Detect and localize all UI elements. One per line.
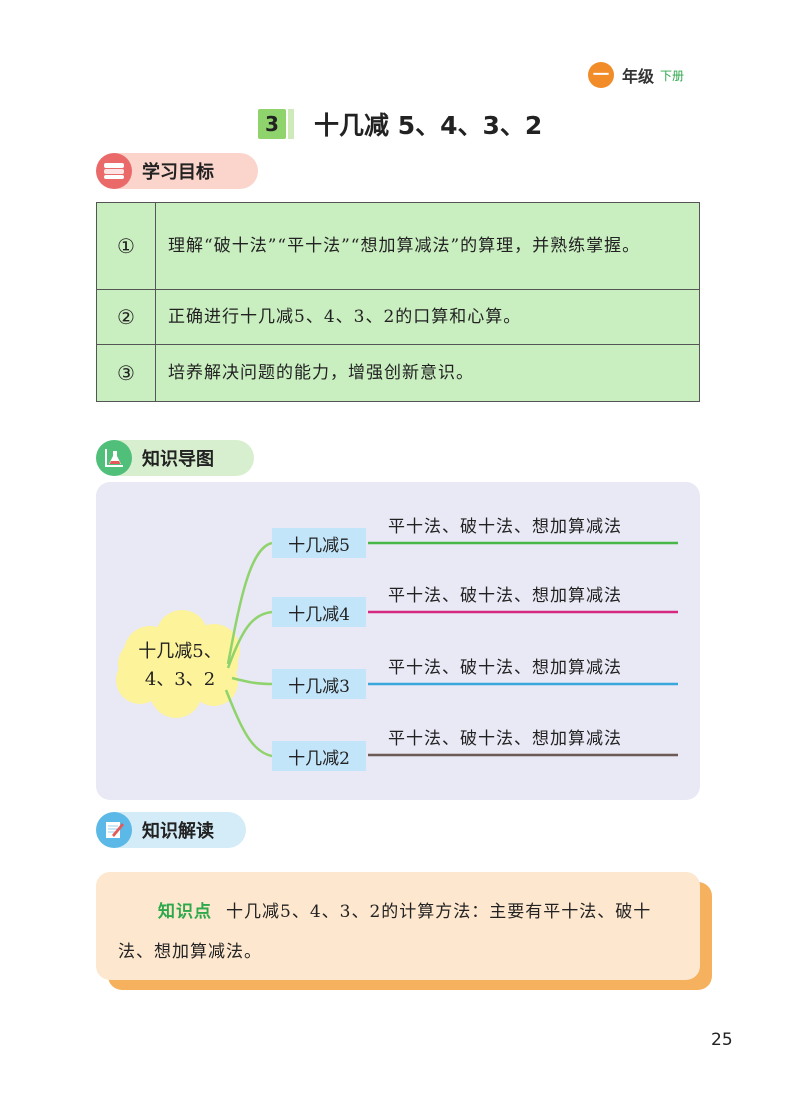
- notebook-pencil-icon: [96, 812, 132, 848]
- knowledge-box: [96, 872, 700, 980]
- branch-node: 十几减5: [272, 528, 366, 558]
- grade-badge: 一 年级 下册: [588, 62, 684, 88]
- branch-methods: 平十法、破十法、想加算减法: [388, 517, 622, 537]
- goals-table: ① 理解“破十法”“平十法”“想加算减法”的算理，并熟练掌握。 ② 正确进行十几…: [96, 202, 700, 402]
- section-map-title: 知识导图: [142, 449, 214, 470]
- goal-number: ①: [96, 202, 156, 290]
- section-reading-title: 知识解读: [142, 821, 214, 842]
- lesson-title-text: 十几减 5、4、3、2: [314, 111, 543, 140]
- table-row: ③ 培养解决问题的能力，增强创新意识。: [96, 344, 700, 402]
- lesson-title: 3 十几减 5、4、3、2: [258, 106, 542, 142]
- branch-methods: 平十法、破十法、想加算减法: [388, 586, 622, 606]
- section-pill: [114, 153, 258, 189]
- section-goals-header: 学习目标: [96, 153, 258, 189]
- goal-text: 理解“破十法”“平十法”“想加算减法”的算理，并熟练掌握。: [155, 202, 700, 290]
- section-pill: [114, 440, 254, 476]
- mindmap-center: 十几减5、 4、3、2: [128, 638, 232, 694]
- title-accent-bar: [288, 109, 294, 139]
- book-icon: [96, 153, 132, 189]
- section-goals-title: 学习目标: [142, 162, 214, 183]
- branch-methods: 平十法、破十法、想加算减法: [388, 729, 622, 749]
- center-line-1: 十几减5、: [138, 641, 222, 662]
- section-reading-header: 知识解读: [96, 812, 258, 848]
- grade-label: 年级: [622, 67, 655, 86]
- goal-number: ②: [96, 289, 156, 345]
- grade-sub: 下册: [660, 68, 685, 83]
- grade-circle: 一: [588, 62, 614, 88]
- lesson-number: 3: [258, 109, 286, 139]
- knowledge-text: 十几减5、4、3、2的计算方法：主要有平十法、破十法、想加算减法。: [118, 902, 652, 962]
- knowledge-label: 知识点: [158, 902, 212, 922]
- branch-node: 十几减4: [272, 597, 366, 627]
- section-map-header: 知识导图: [96, 440, 258, 476]
- branch-methods: 平十法、破十法、想加算减法: [388, 658, 622, 678]
- table-row: ① 理解“破十法”“平十法”“想加算减法”的算理，并熟练掌握。: [96, 202, 700, 290]
- goal-number: ③: [96, 344, 156, 402]
- branch-node: 十几减2: [272, 741, 366, 771]
- center-line-2: 4、3、2: [144, 669, 216, 690]
- section-pill: [114, 812, 246, 848]
- knowledge-paragraph: 知识点十几减5、4、3、2的计算方法：主要有平十法、破十法、想加算减法。: [118, 892, 686, 972]
- goal-text: 培养解决问题的能力，增强创新意识。: [155, 344, 700, 402]
- flask-icon: [96, 440, 132, 476]
- branch-node: 十几减3: [272, 669, 366, 699]
- page-number: 25: [711, 1030, 733, 1050]
- grade-char: 一: [592, 65, 609, 84]
- center-cloud-shape: [116, 610, 240, 718]
